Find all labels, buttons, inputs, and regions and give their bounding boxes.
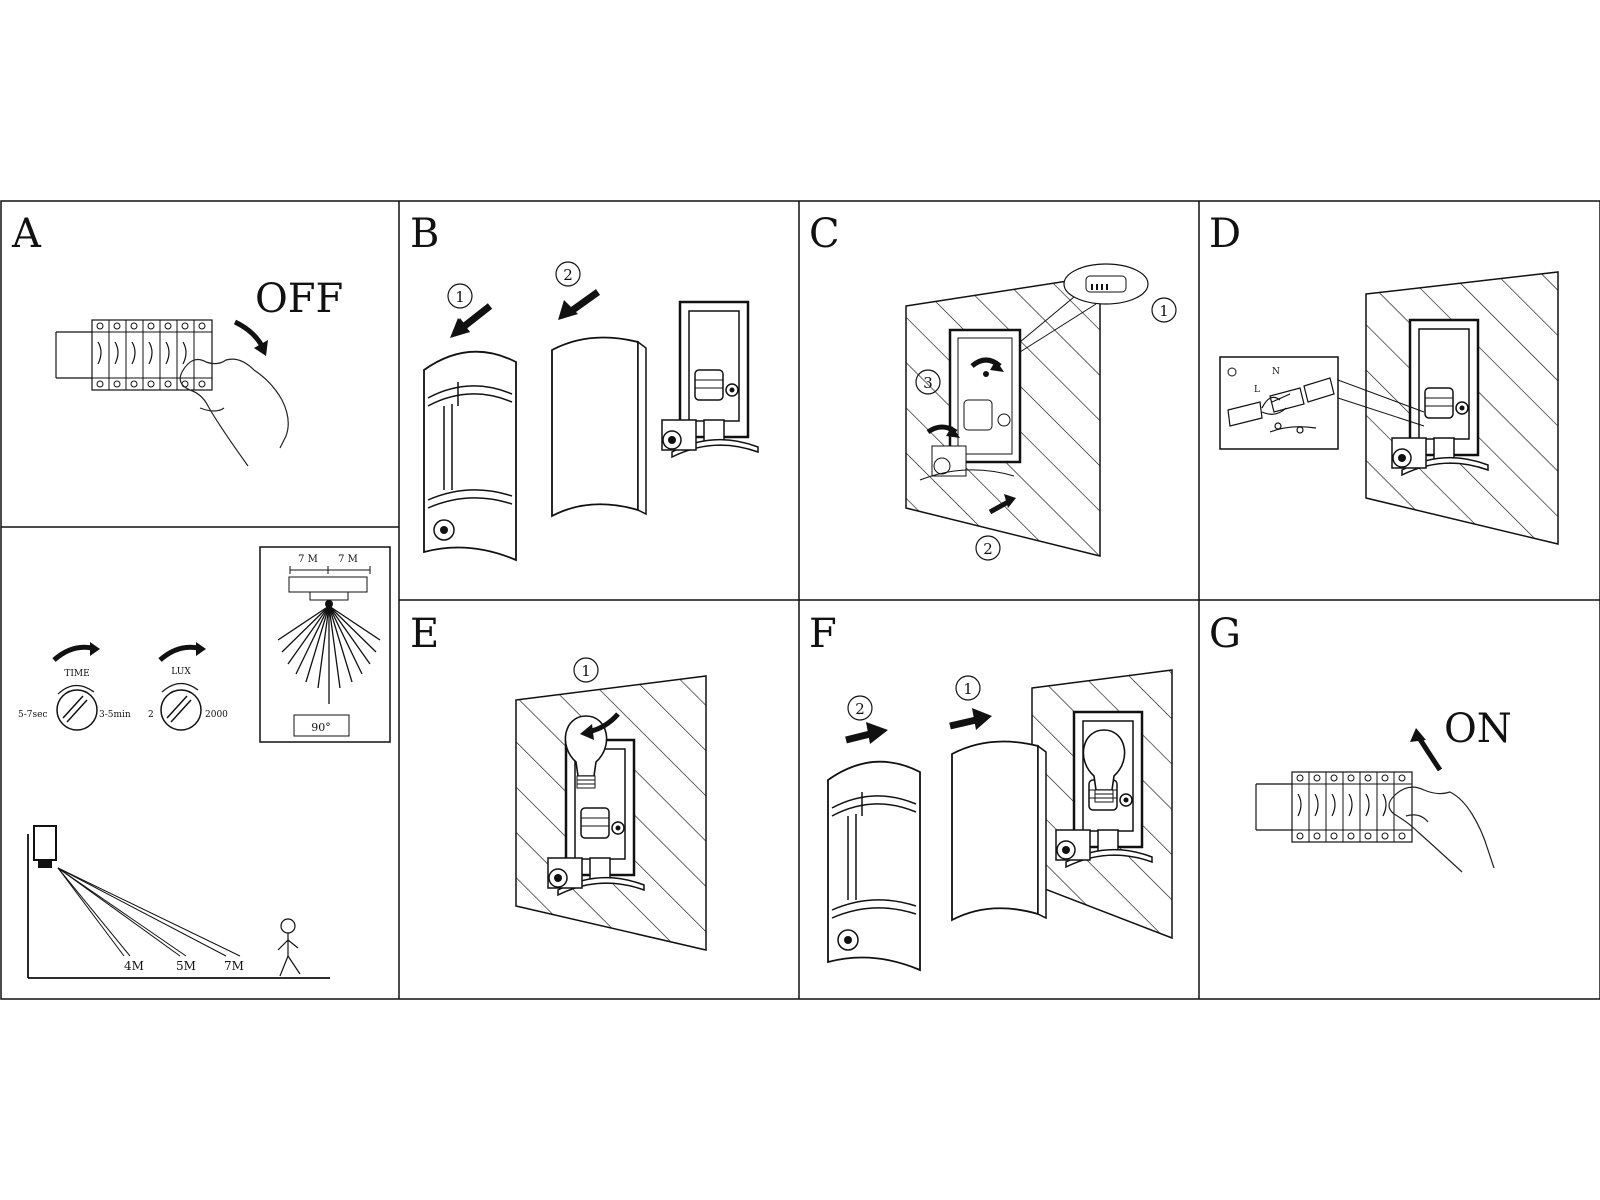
- panel-f: F 1 2: [809, 611, 1173, 971]
- wire-l-label: L: [1254, 385, 1260, 395]
- panel-f-letter: F: [809, 611, 837, 657]
- arrow-2-icon: [845, 722, 888, 744]
- hand-icon: [179, 358, 289, 467]
- detection-fan-icon: [277, 605, 381, 704]
- panel-d: D N L: [1209, 211, 1559, 545]
- wire-n-label: N: [1272, 367, 1280, 377]
- panel-b-letter: B: [410, 211, 439, 257]
- step-3-label: 3: [923, 374, 933, 392]
- distance-4m-label: 4M: [124, 959, 144, 973]
- panel-g: G ON: [1209, 611, 1512, 873]
- step-1-label: 1: [963, 680, 973, 698]
- lux-min-label: 2: [148, 710, 154, 720]
- lamp-cage-icon: [423, 350, 517, 561]
- off-label: OFF: [255, 276, 343, 322]
- step-1-label: 1: [1159, 302, 1169, 320]
- lamp-cage-icon: [827, 760, 921, 971]
- step-1-label: 1: [581, 662, 591, 680]
- panel-g-letter: G: [1209, 611, 1241, 657]
- lux-max-label: 2000: [205, 710, 228, 720]
- panel-settings: TIME 5-7sec 3-5min LUX 2 2000 7 M 7 M: [18, 546, 391, 979]
- detection-range-box: [259, 546, 391, 743]
- panel-d-letter: D: [1209, 211, 1241, 257]
- time-arrow-icon: [52, 642, 100, 662]
- wiring-detail-box: [1219, 356, 1339, 450]
- arrow-icon: [988, 494, 1016, 515]
- step-2-label: 2: [983, 540, 993, 558]
- lamp-shade-icon: [951, 740, 1047, 921]
- arrow-1-icon: [450, 303, 493, 338]
- step-2-label: 2: [563, 266, 573, 284]
- time-min-label: 5-7sec: [18, 710, 47, 720]
- step-2-label: 2: [855, 700, 865, 718]
- step-1-label: 1: [455, 288, 465, 306]
- range-right-label: 7 M: [338, 554, 358, 565]
- lux-arrow-icon: [158, 642, 206, 662]
- panel-c-letter: C: [809, 211, 840, 257]
- range-left-label: 7 M: [298, 554, 318, 565]
- detection-lines-icon: [57, 867, 241, 957]
- angle-label: 90°: [311, 721, 331, 734]
- panel-grid: [0, 200, 1600, 1000]
- panel-a: A OFF: [11, 211, 343, 467]
- screw-rotate-icon: [926, 357, 1004, 438]
- lamp-housing-icon: [660, 300, 760, 459]
- bulb-arrow-icon: [580, 712, 620, 740]
- terminal-block-icon: [1227, 377, 1335, 434]
- breaker-panel-icon: [91, 319, 213, 391]
- panel-e-letter: E: [410, 611, 439, 657]
- on-arrow-icon: [1410, 728, 1443, 772]
- on-label: ON: [1444, 706, 1512, 752]
- time-max-label: 3-5min: [99, 710, 131, 720]
- hand-icon: [1388, 786, 1495, 873]
- lux-label: LUX: [171, 667, 191, 677]
- distance-7m-label: 7M: [224, 959, 244, 973]
- arrow-1-icon: [949, 708, 992, 730]
- panel-e: E 1: [410, 611, 707, 951]
- panel-c: C 1 2 3: [809, 211, 1177, 561]
- breaker-panel-icon: [1291, 771, 1413, 843]
- lamp-shade-icon: [551, 336, 647, 517]
- time-label: TIME: [64, 669, 89, 679]
- panel-b: B 1 2: [410, 211, 760, 561]
- person-icon: [277, 918, 301, 977]
- distance-5m-label: 5M: [176, 959, 196, 973]
- off-arrow-icon: [233, 319, 268, 356]
- panel-a-letter: A: [11, 211, 42, 257]
- wall-lamp-side-icon: [27, 825, 330, 979]
- arrow-2-icon: [558, 289, 601, 320]
